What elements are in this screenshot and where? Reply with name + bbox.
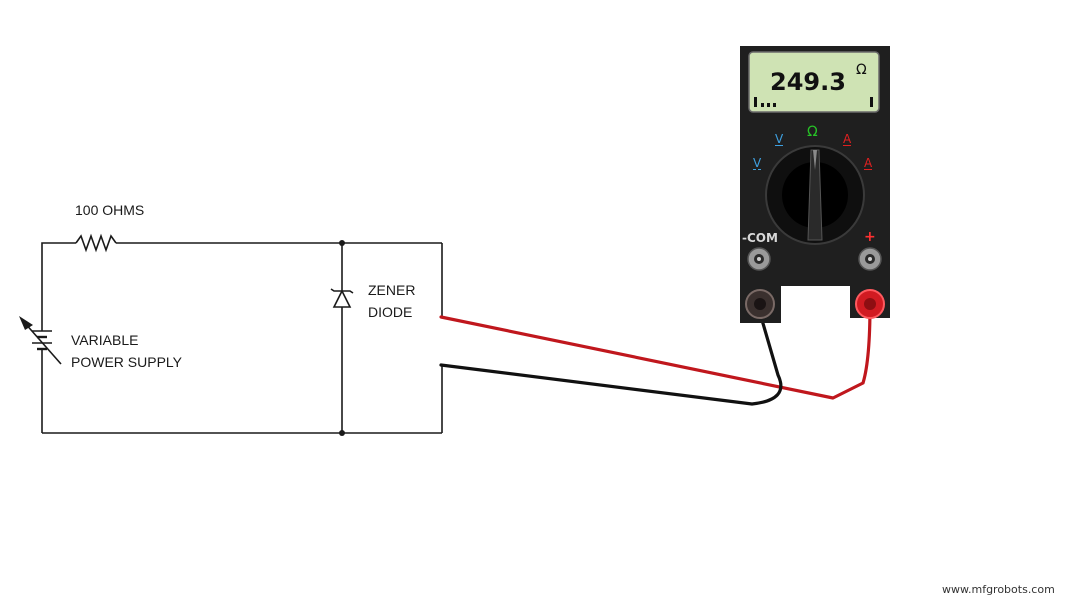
lcd-unit-symbol: Ω (856, 62, 867, 78)
dial-label-ac-volts: V (775, 132, 784, 146)
zener-diode-symbol (330, 288, 354, 308)
diode-label-line1: ZENER (368, 282, 416, 298)
positive-label: + (864, 229, 876, 245)
watermark: www.mfgrobots.com (942, 583, 1055, 596)
dial-label-ohms: Ω (807, 124, 818, 140)
supply-label-line2: POWER SUPPLY (71, 354, 182, 370)
red-probe-lead (439, 303, 872, 400)
black-probe-lead (439, 303, 783, 406)
resistor-label: 100 OHMS (75, 202, 145, 218)
variable-arrow-head (19, 316, 33, 330)
lcd-reading: 249.3 (770, 68, 846, 96)
dial-label-dc-volts: V (753, 156, 762, 170)
lcd-bar-indicator (754, 97, 873, 107)
supply-label-line1: VARIABLE (71, 332, 139, 348)
variable-battery-symbol (23, 321, 62, 365)
multimeter (740, 46, 890, 323)
selector-pointer-tip (813, 150, 817, 170)
junction-dot-bottom (339, 430, 345, 436)
junction-dot-top (339, 240, 345, 246)
top-left-wire (41, 242, 76, 323)
com-label: -COM (742, 231, 778, 245)
lcd-screen (748, 51, 880, 113)
resistor-100-ohms (75, 233, 117, 253)
circuit-wires (41, 233, 443, 434)
dial-label-dc-amps: A (843, 132, 852, 146)
dial-label-ac-amps: A (864, 156, 873, 170)
diode-label-line2: DIODE (368, 304, 413, 320)
